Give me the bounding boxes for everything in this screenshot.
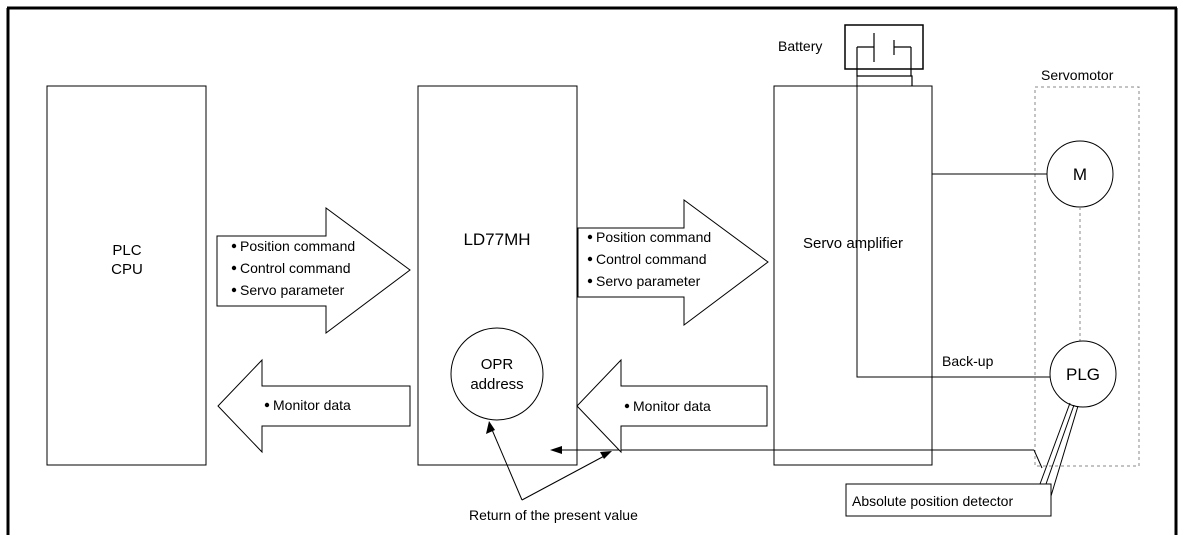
monitor-label-plc: Monitor data <box>273 397 351 413</box>
battery-icon <box>856 33 913 86</box>
cmd2-to-module: Control command <box>240 260 351 276</box>
cmd1-to-module: Position command <box>240 238 355 254</box>
detector-label-box <box>845 483 1052 517</box>
command-arrow-plc-to-module <box>216 207 411 334</box>
plc-cpu-block <box>46 85 207 466</box>
servo-amplifier-block <box>773 85 933 466</box>
servomotor-label: Servomotor <box>1041 67 1114 83</box>
plg-label: PLG <box>1066 365 1100 384</box>
ld77mh-label: LD77MH <box>463 230 530 249</box>
plc-cpu-label-line1: PLC <box>112 242 141 259</box>
battery-label: Battery <box>778 38 822 54</box>
monitor-bullet-module <box>624 403 630 409</box>
commands-to-module-list: Position command Control command Servo p… <box>231 238 355 298</box>
opr-label-line2: address <box>470 376 523 393</box>
return-line-tail <box>1033 449 1043 469</box>
plg-circle <box>1049 340 1117 408</box>
leader-arrowhead-left <box>486 421 495 434</box>
cmd3-to-module: Servo parameter <box>240 282 345 298</box>
opr-address-circle <box>450 327 544 421</box>
detector-leader-lines <box>1039 402 1079 497</box>
servo-amplifier-label: Servo amplifier <box>803 235 903 252</box>
monitor-bullet-plc <box>264 402 270 408</box>
plc-cpu-label-line2: CPU <box>111 261 143 278</box>
monitor-arrow-module-to-plc <box>217 358 411 454</box>
servomotor-enclosure <box>1034 86 1140 467</box>
detector-label: Absolute position detector <box>852 493 1013 509</box>
commands-to-amp-list: Position command Control command Servo p… <box>587 229 711 289</box>
return-arrowhead <box>550 446 562 454</box>
cmd1-to-amp: Position command <box>596 229 711 245</box>
cmd3-to-amp: Servo parameter <box>596 273 701 289</box>
command-arrow-module-to-amp <box>577 199 769 326</box>
monitor-arrow-amp-to-module <box>576 358 768 454</box>
backup-label: Back-up <box>942 353 994 369</box>
leader-arrowhead-right <box>600 451 612 459</box>
return-label: Return of the present value <box>469 507 638 523</box>
monitor-label-module: Monitor data <box>633 398 711 414</box>
return-value-leaders <box>489 424 609 501</box>
backup-line <box>856 76 1050 378</box>
motor-label: M <box>1073 165 1087 184</box>
opr-label-line1: OPR <box>481 356 514 373</box>
cmd2-to-amp: Control command <box>596 251 707 267</box>
